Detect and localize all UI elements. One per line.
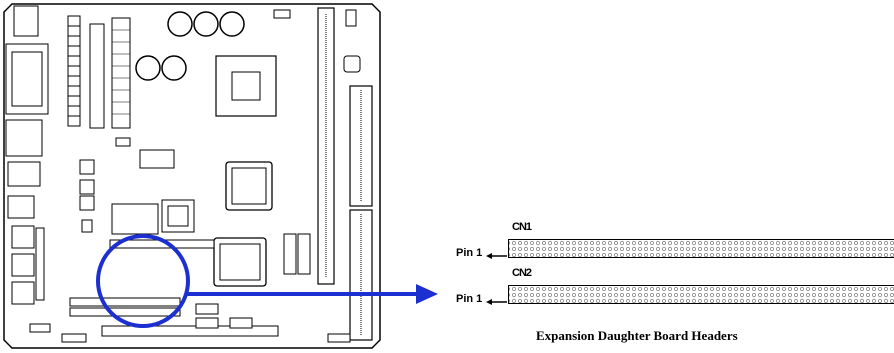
chip bbox=[161, 199, 195, 233]
cn2-label: CN2 bbox=[512, 267, 532, 279]
cn1-pin1-label: Pin 1 bbox=[456, 247, 483, 259]
io-audio-jack-2 bbox=[11, 253, 35, 277]
jumper-top bbox=[273, 9, 291, 19]
chip bbox=[79, 179, 95, 195]
capacitor bbox=[161, 55, 187, 81]
sata-port bbox=[283, 233, 297, 275]
capacitor bbox=[219, 11, 245, 37]
chip bbox=[343, 55, 361, 73]
io-port-block-top bbox=[13, 5, 39, 37]
chip bbox=[139, 149, 175, 169]
small-header bbox=[229, 317, 253, 329]
chip bbox=[79, 159, 95, 175]
jumper-top-right bbox=[345, 9, 357, 27]
jumper bbox=[115, 137, 131, 147]
cn1-pin-header bbox=[508, 239, 894, 258]
chip-southbridge bbox=[213, 237, 267, 287]
chip-cpu-area bbox=[225, 161, 273, 211]
io-audio-jack-1 bbox=[11, 225, 35, 249]
small-header bbox=[195, 303, 219, 315]
cn1-label: CN1 bbox=[512, 221, 532, 233]
capacitor bbox=[135, 55, 161, 81]
header-long-left bbox=[67, 15, 81, 127]
io-usb-port bbox=[7, 161, 41, 187]
io-audio-jack-3 bbox=[11, 281, 35, 305]
board-header-cn1 bbox=[69, 297, 181, 307]
small-header bbox=[195, 317, 219, 329]
cn2-pin-header bbox=[508, 285, 894, 304]
chip bbox=[81, 219, 93, 233]
capacitor bbox=[193, 11, 219, 37]
io-lan-port bbox=[5, 119, 43, 157]
chip bbox=[79, 195, 95, 211]
small-header bbox=[29, 323, 51, 333]
diagram-caption: Expansion Daughter Board Headers bbox=[536, 328, 738, 343]
header-fdd bbox=[89, 23, 105, 129]
cn2-pin1-label: Pin 1 bbox=[456, 293, 483, 305]
header-atx-power bbox=[111, 17, 131, 129]
capacitor bbox=[167, 11, 193, 37]
small-header bbox=[327, 333, 351, 343]
sata-port bbox=[297, 233, 311, 275]
small-header bbox=[61, 333, 87, 343]
chip bbox=[111, 203, 159, 235]
io-dc-jack bbox=[7, 195, 35, 219]
highlight-circle bbox=[96, 234, 190, 328]
pci-slot bbox=[101, 325, 279, 337]
pointer-arrowhead bbox=[416, 284, 438, 304]
board-header-cn2 bbox=[69, 307, 181, 317]
